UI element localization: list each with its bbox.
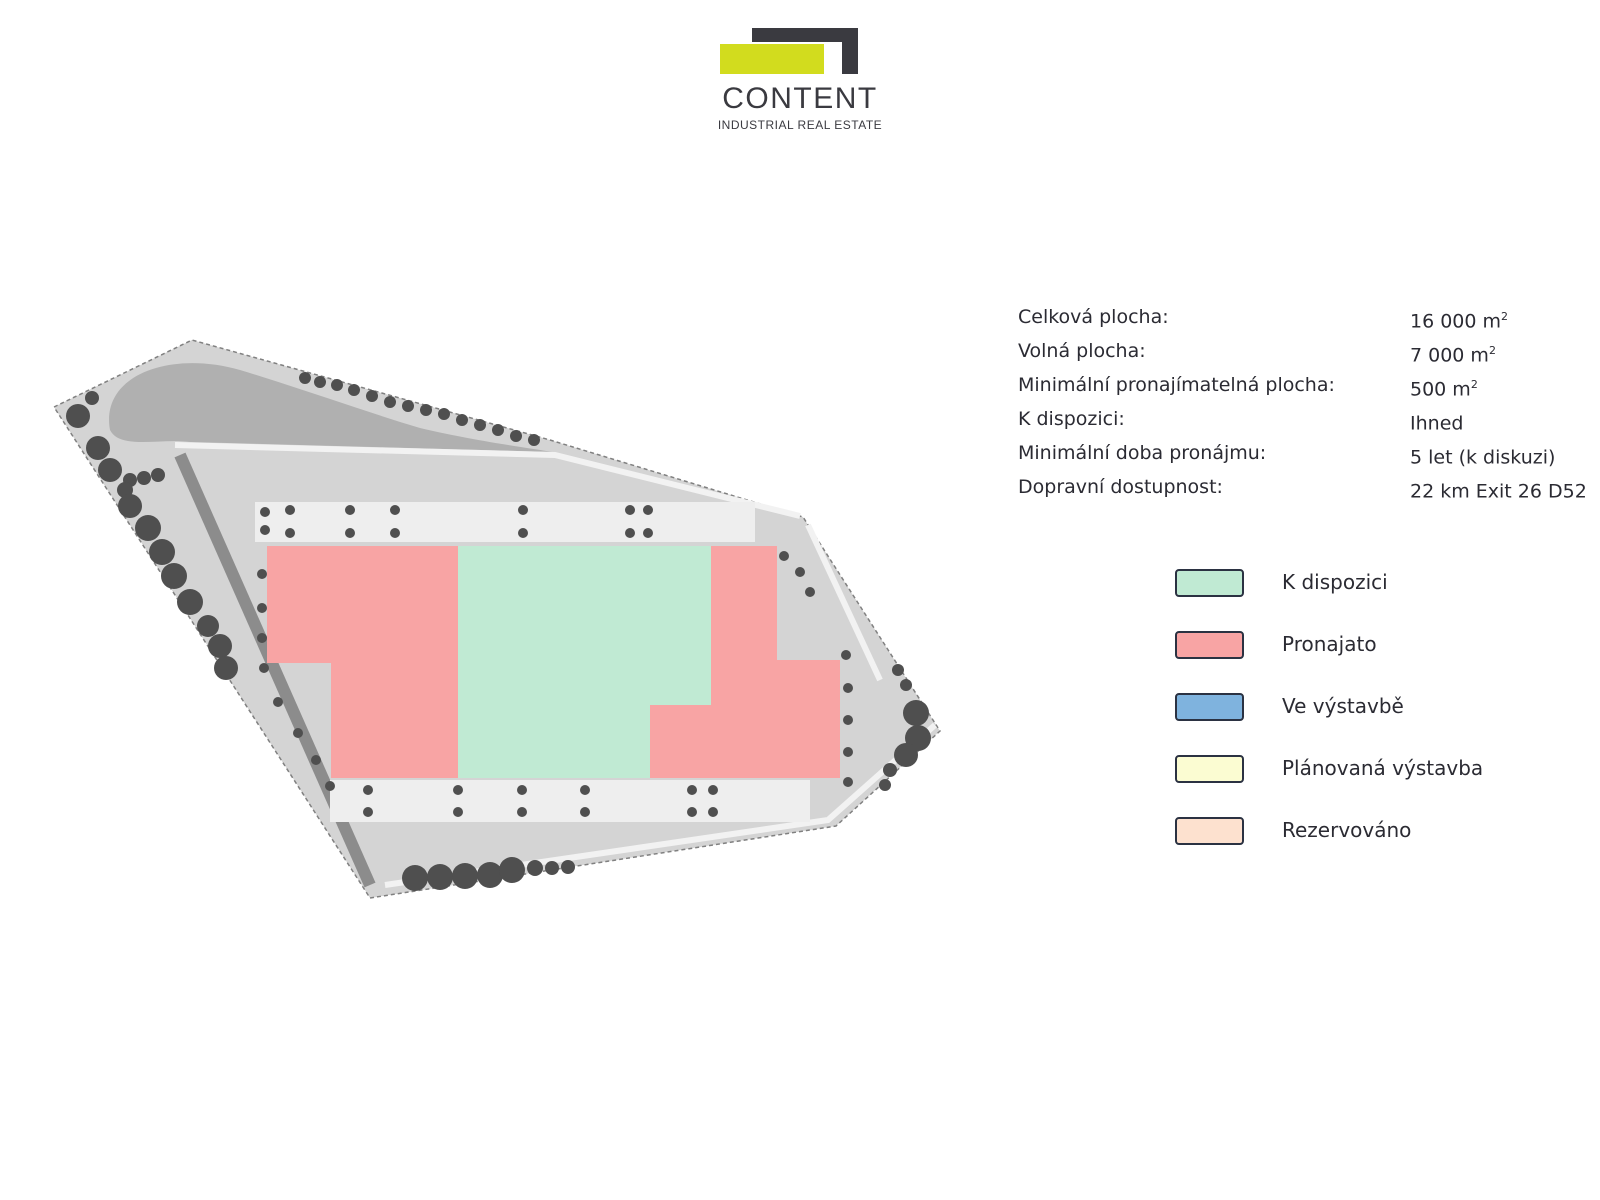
legend-item-under-construction: Ve výstavbě bbox=[1175, 689, 1575, 751]
fact-label: Dopravní dostupnost: bbox=[1018, 476, 1223, 498]
company-logo: CONTENT INDUSTRIAL REAL ESTATE bbox=[700, 28, 900, 138]
fact-value: 22 km Exit 26 D52 bbox=[1410, 480, 1587, 503]
fact-value: 500 m2 bbox=[1410, 378, 1478, 401]
legend-item-available: K dispozici bbox=[1175, 565, 1575, 627]
fact-label: Minimální doba pronájmu: bbox=[1018, 442, 1267, 464]
trees-building-east bbox=[779, 551, 853, 787]
fact-label: K dispozici: bbox=[1018, 408, 1125, 430]
trees-building-west bbox=[257, 569, 335, 791]
legend-label: Pronajato bbox=[1282, 632, 1377, 656]
legend-item-leased: Pronajato bbox=[1175, 627, 1575, 689]
fact-min-lettable-area: Minimální pronajímatelná plocha: 500 m2 bbox=[1018, 368, 1600, 402]
tree-row-west bbox=[66, 391, 238, 680]
fact-label: Volná plocha: bbox=[1018, 340, 1146, 362]
fact-min-lease-term: Minimální doba pronájmu: 5 let (k diskuz… bbox=[1018, 436, 1600, 470]
legend-item-planned: Plánovaná výstavba bbox=[1175, 751, 1575, 813]
logo-tagline: INDUSTRIAL REAL ESTATE bbox=[717, 118, 883, 132]
fact-free-area: Volná plocha: 7 000 m2 bbox=[1018, 334, 1600, 368]
site-road-north bbox=[174, 442, 801, 519]
legend-swatch bbox=[1175, 693, 1244, 721]
tree-row-north bbox=[299, 372, 540, 446]
parking-north bbox=[255, 502, 755, 542]
fact-availability: K dispozici: Ihned bbox=[1018, 402, 1600, 436]
legend-swatch bbox=[1175, 755, 1244, 783]
legend-label: K dispozici bbox=[1282, 570, 1388, 594]
fact-transport-access: Dopravní dostupnost: 22 km Exit 26 D52 bbox=[1018, 470, 1600, 504]
retention-pond bbox=[109, 363, 552, 452]
legend-swatch bbox=[1175, 569, 1244, 597]
tree-row-east bbox=[879, 664, 931, 791]
fact-value: 7 000 m2 bbox=[1410, 344, 1496, 367]
parking-south bbox=[330, 780, 810, 822]
fact-value: 16 000 m2 bbox=[1410, 310, 1509, 333]
status-legend: K dispozici Pronajato Ve výstavbě Plánov… bbox=[1175, 565, 1575, 875]
legend-label: Ve výstavbě bbox=[1282, 694, 1404, 718]
fact-value: 5 let (k diskuzi) bbox=[1410, 446, 1556, 469]
property-facts: Celková plocha: 16 000 m2 Volná plocha: … bbox=[1018, 300, 1600, 504]
unit-west-leased bbox=[267, 546, 458, 778]
tree-row-south bbox=[402, 857, 575, 891]
logo-accent-block bbox=[720, 44, 824, 74]
unit-east-leased bbox=[650, 546, 840, 778]
site-plan-map bbox=[52, 339, 941, 899]
legend-item-reserved: Rezervováno bbox=[1175, 813, 1575, 875]
fact-value: Ihned bbox=[1410, 412, 1464, 435]
legend-label: Rezervováno bbox=[1282, 818, 1412, 842]
logo-mark bbox=[720, 28, 858, 74]
site-road-east bbox=[805, 523, 883, 682]
legend-swatch bbox=[1175, 631, 1244, 659]
legend-label: Plánovaná výstavba bbox=[1282, 756, 1484, 780]
fact-label: Celková plocha: bbox=[1018, 306, 1169, 328]
fact-total-area: Celková plocha: 16 000 m2 bbox=[1018, 300, 1600, 334]
logo-wordmark: CONTENT bbox=[722, 82, 878, 115]
legend-swatch bbox=[1175, 817, 1244, 845]
fact-label: Minimální pronajímatelná plocha: bbox=[1018, 374, 1335, 396]
